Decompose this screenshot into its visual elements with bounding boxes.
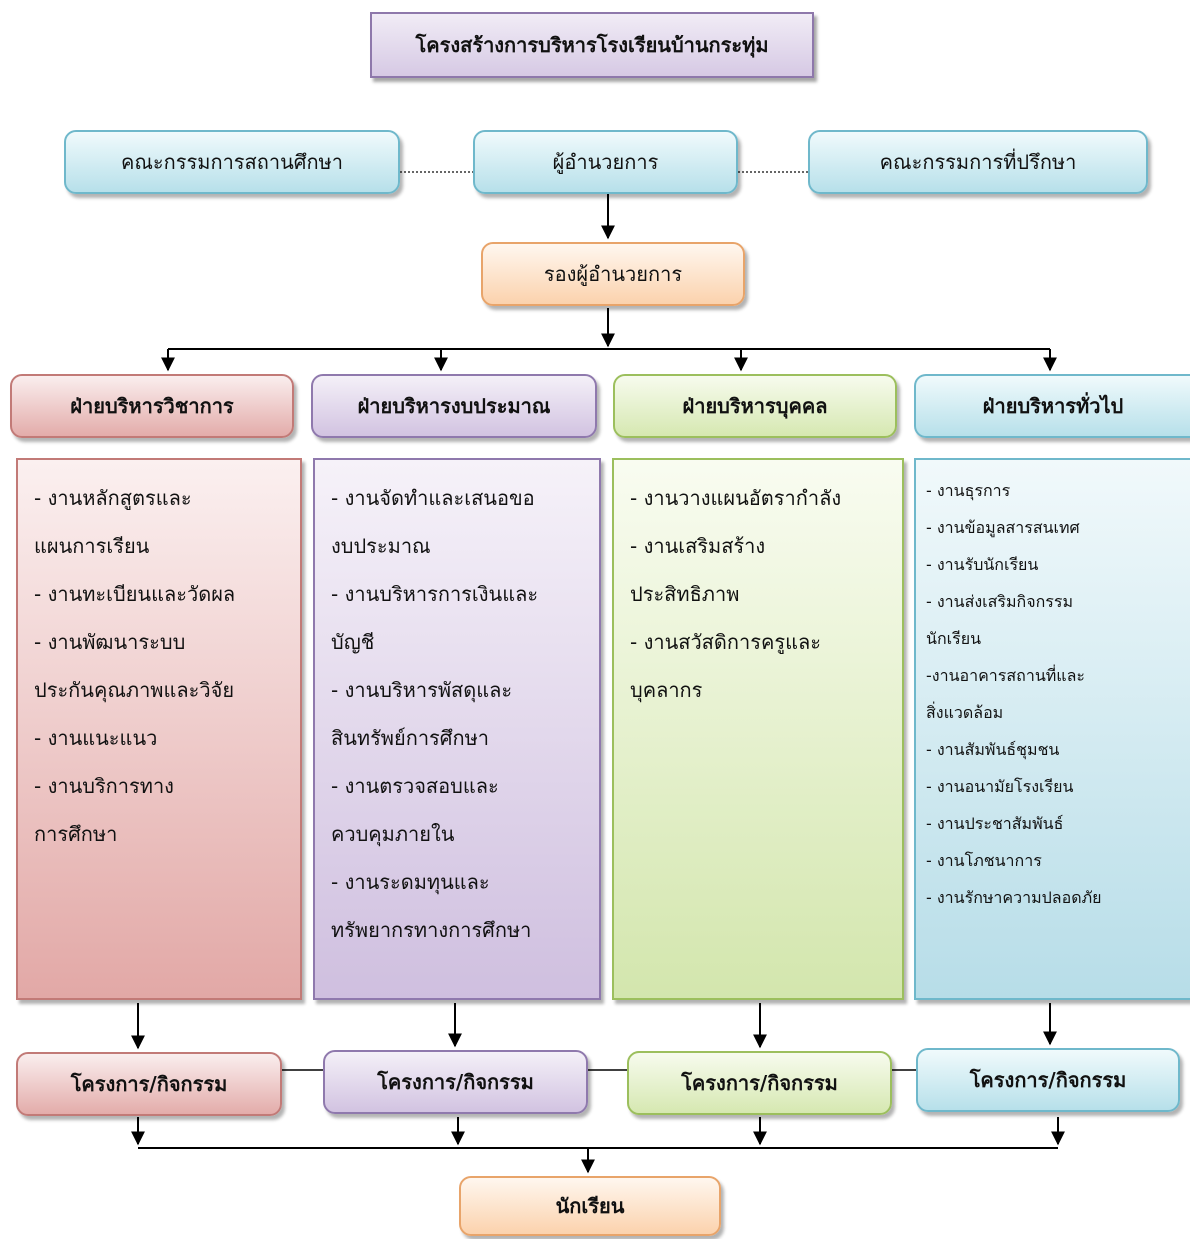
list-item: - งานบริการทาง การศึกษา <box>34 774 174 846</box>
list-item: - งานตรวจสอบและ ควบคุมภายใน <box>331 774 499 846</box>
department-academic-header: ฝ่ายบริหารวิชาการ <box>10 374 294 438</box>
chart-title: โครงสร้างการบริหารโรงเรียนบ้านกระทุ่ม <box>370 12 814 78</box>
list-item: - งานบริหารการเงินและ บัญชี <box>331 582 539 654</box>
list-item: - งานระดมทุนและ ทรัพยากรทางการศึกษา <box>331 870 532 942</box>
chart-title-text: โครงสร้างการบริหารโรงเรียนบ้านกระทุ่ม <box>415 33 769 57</box>
budget-project-label: โครงการ/กิจกรรม <box>377 1070 534 1094</box>
list-item: - งานพัฒนาระบบ ประกันคุณภาพและวิจัย <box>34 630 235 702</box>
department-general-header: ฝ่ายบริหารทั่วไป <box>914 374 1190 438</box>
department-budget-header: ฝ่ายบริหารงบประมาณ <box>311 374 597 438</box>
list-item: - งานอนามัยโรงเรียน <box>926 777 1074 796</box>
list-item: - งานรับนักเรียน <box>926 555 1039 574</box>
department-personnel-header: ฝ่ายบริหารบุคคล <box>613 374 897 438</box>
list-item: - งานรักษาความปลอดภัย <box>926 888 1102 907</box>
list-item: - งานสวัสดิการครูและ บุคลากร <box>630 630 821 702</box>
budget-task-list: - งานจัดทำและเสนอขอ งบประมาณ - งานบริหาร… <box>313 458 601 1000</box>
department-personnel-title: ฝ่ายบริหารบุคคล <box>682 394 828 418</box>
list-item: - งานโภชนาการ <box>926 851 1042 870</box>
list-item: - งานทะเบียนและวัดผล <box>34 582 236 606</box>
academic-project-label: โครงการ/กิจกรรม <box>70 1072 228 1096</box>
list-item: - งานบริหารพัสดุและ สินทรัพย์การศึกษา <box>331 678 513 750</box>
students-box: นักเรียน <box>459 1176 721 1236</box>
list-item: - งานข้อมูลสารสนเทศ <box>926 518 1080 537</box>
department-academic-title: ฝ่ายบริหารวิชาการ <box>70 394 234 418</box>
academic-task-list: - งานหลักสูตรและ แผนการเรียน - งานทะเบีย… <box>16 458 302 1000</box>
general-task-list: - งานธุรการ - งานข้อมูลสารสนเทศ - งานรับ… <box>914 458 1190 1000</box>
personnel-project-box: โครงการ/กิจกรรม <box>627 1051 892 1115</box>
board-education-label: คณะกรรมการสถานศึกษา <box>121 150 343 174</box>
list-item: - งานวางแผนอัตรากำลัง <box>630 486 842 510</box>
list-item: - งานเสริมสร้าง ประสิทธิภาพ <box>630 534 766 606</box>
budget-project-box: โครงการ/กิจกรรม <box>323 1050 588 1114</box>
general-project-label: โครงการ/กิจกรรม <box>969 1068 1127 1092</box>
students-label: นักเรียน <box>555 1194 625 1218</box>
list-item: - งานจัดทำและเสนอขอ งบประมาณ <box>331 486 535 558</box>
department-general-title: ฝ่ายบริหารทั่วไป <box>982 394 1124 418</box>
list-item: - งานสัมพันธ์ชุมชน <box>926 740 1060 759</box>
list-item: - งานส่งเสริมกิจกรรม นักเรียน <box>926 592 1074 648</box>
list-item: -งานอาคารสถานที่และ สิ่งแวดล้อม <box>926 666 1086 722</box>
director-label: ผู้อำนวยการ <box>552 150 659 174</box>
academic-project-box: โครงการ/กิจกรรม <box>16 1052 282 1116</box>
board-advisory-label: คณะกรรมการที่ปรึกษา <box>879 150 1077 174</box>
board-education-box: คณะกรรมการสถานศึกษา <box>64 130 400 194</box>
list-item: - งานแนะแนว <box>34 726 158 750</box>
list-item: - งานประชาสัมพันธ์ <box>926 814 1064 833</box>
deputy-director-label: รองผู้อำนวยการ <box>543 262 683 286</box>
director-box: ผู้อำนวยการ <box>473 130 738 194</box>
deputy-director-box: รองผู้อำนวยการ <box>481 242 745 306</box>
board-advisory-box: คณะกรรมการที่ปรึกษา <box>808 130 1148 194</box>
list-item: - งานธุรการ <box>926 481 1011 500</box>
general-project-box: โครงการ/กิจกรรม <box>916 1048 1180 1112</box>
list-item: - งานหลักสูตรและ แผนการเรียน <box>34 486 192 558</box>
personnel-project-label: โครงการ/กิจกรรม <box>681 1071 838 1095</box>
department-budget-title: ฝ่ายบริหารงบประมาณ <box>357 394 551 418</box>
personnel-task-list: - งานวางแผนอัตรากำลัง - งานเสริมสร้าง ปร… <box>612 458 904 1000</box>
